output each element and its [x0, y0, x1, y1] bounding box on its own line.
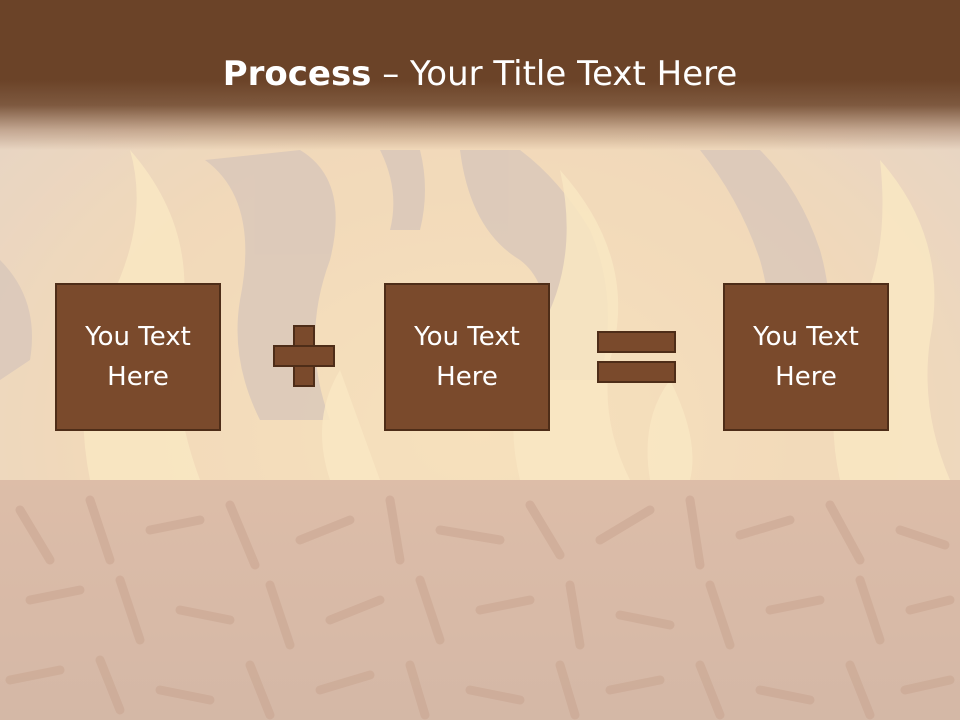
- process-box-3[interactable]: You Text Here: [723, 283, 889, 431]
- box-3-line-1: You Text: [753, 322, 859, 352]
- plus-icon: [273, 325, 335, 387]
- process-box-2[interactable]: You Text Here: [384, 283, 550, 431]
- slide-title[interactable]: Process – Your Title Text Here: [0, 52, 960, 96]
- box-3-line-2: Here: [775, 362, 837, 392]
- box-2-line-2: Here: [436, 362, 498, 392]
- equals-icon: [597, 331, 676, 383]
- title-bar: [0, 0, 960, 150]
- box-2-line-1: You Text: [414, 322, 520, 352]
- title-rest: – Your Title Text Here: [371, 54, 738, 94]
- title-bold: Process: [222, 54, 372, 94]
- box-1-line-2: Here: [107, 362, 169, 392]
- box-1-line-1: You Text: [85, 322, 191, 352]
- process-box-1[interactable]: You Text Here: [55, 283, 221, 431]
